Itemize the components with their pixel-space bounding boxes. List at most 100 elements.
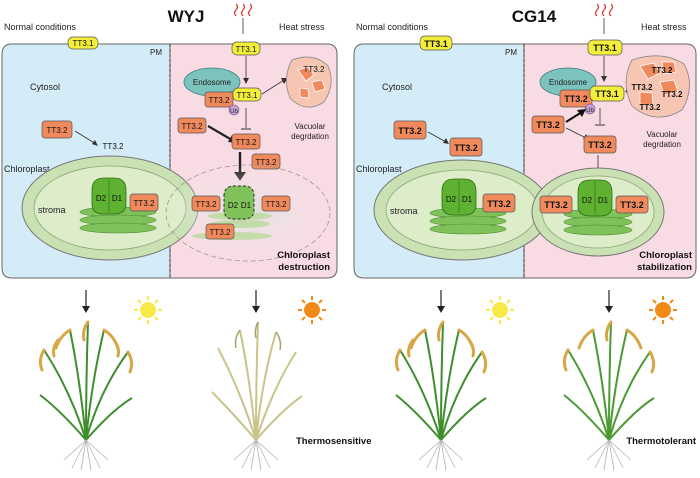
- tt31-label: TT3.1: [236, 45, 257, 54]
- tt32-label: TT3.2: [536, 120, 560, 130]
- tt32-protein: [177, 117, 207, 134]
- tt32-protein: [205, 223, 235, 240]
- tt32-label: TT3.2: [620, 200, 644, 210]
- panel-title: CG14: [512, 7, 557, 26]
- psii-complex: D2 D1: [441, 178, 477, 216]
- down-arrows: [85, 290, 610, 308]
- tt31-membrane-protein: [231, 41, 261, 56]
- rice-plant-wilted: [211, 321, 303, 471]
- tt32-label: TT3.2: [304, 65, 325, 74]
- tt32-label: TT3.2: [454, 143, 478, 153]
- pm-label: PM: [505, 48, 517, 57]
- d1-label: D1: [462, 195, 473, 204]
- tt32-chloroplast-protein: [615, 195, 649, 214]
- degraded-protein-fragments: [297, 66, 326, 99]
- outcome-label-1: Chloroplast: [277, 250, 331, 261]
- arrow: [261, 79, 285, 95]
- tt32-label: TT3.2: [182, 122, 203, 131]
- tt32-label: TT3.2: [266, 200, 287, 209]
- rice-plant-healthy: [394, 320, 488, 471]
- damaged-psii-complex: D2 D1: [223, 185, 255, 220]
- degradation-label: degrdation: [291, 132, 329, 141]
- tt31-label: TT3.1: [424, 39, 448, 49]
- phenotype-label: Thermotolerant: [626, 436, 697, 447]
- heat-stress-label: Heat stress: [279, 22, 325, 32]
- d1-label: D1: [241, 201, 252, 210]
- endosome-label: Endosome: [549, 78, 588, 87]
- tt32-label: TT3.2: [47, 126, 68, 135]
- tt31-label: TT3.1: [237, 91, 258, 100]
- ub-label: Ub: [586, 108, 594, 114]
- hot-sun-icon: [649, 296, 677, 324]
- vacuolar-label: Vacuolar: [647, 130, 678, 139]
- outcome-label-1: Chloroplast: [639, 250, 693, 261]
- outcome-label-2: stabilization: [637, 262, 692, 273]
- ubiquitin-icon: [228, 104, 240, 116]
- arrowhead: [577, 109, 586, 117]
- tt32-protein: [204, 91, 234, 108]
- ubiquitin-icon: [584, 103, 596, 115]
- d1-label: D1: [112, 194, 123, 203]
- degradation-label: degrdation: [643, 140, 681, 149]
- tt31-membrane-protein: [67, 36, 99, 50]
- tt32-protein: [531, 115, 565, 134]
- rice-plant-tolerant: [562, 320, 656, 471]
- d1-label: D1: [598, 196, 609, 205]
- tt31-membrane-protein: [419, 35, 453, 51]
- tt31-label: TT3.1: [73, 39, 94, 48]
- tt32-label: TT3.2: [588, 140, 612, 150]
- vacuole: [286, 56, 332, 108]
- tt32-label: TT3.2: [662, 90, 683, 99]
- tt32-chloroplast-protein: [129, 193, 159, 212]
- tt31-label: TT3.1: [595, 89, 619, 99]
- tt32-cytosol-protein: [449, 137, 483, 157]
- panel-title: WYJ: [168, 7, 205, 26]
- tt32-label: TT3.2: [640, 103, 661, 112]
- sun-icon: [134, 296, 162, 324]
- tt32-protein: [191, 195, 221, 212]
- sun-icon: [486, 296, 514, 324]
- d2-label: D2: [96, 194, 107, 203]
- phenotype-label: Thermosensitive: [296, 436, 372, 447]
- tt32-label: TT3.2: [134, 199, 155, 208]
- hot-sun-icon: [298, 296, 326, 324]
- psii-complex: D2 D1: [577, 179, 613, 217]
- arrowhead: [443, 138, 449, 144]
- heat-stress-label: Heat stress: [641, 22, 687, 32]
- tt32-label: TT3.2: [210, 228, 231, 237]
- stroma-label: stroma: [390, 206, 418, 216]
- tt32-label: TT3.2: [196, 200, 217, 209]
- d2-label: D2: [582, 196, 593, 205]
- tt32-label: TT3.2: [632, 83, 653, 92]
- arrowhead: [243, 78, 249, 84]
- tt32-chloroplast-protein: [482, 193, 516, 213]
- tt32-protein: [231, 133, 261, 150]
- normal-conditions-label: Normal conditions: [4, 22, 77, 32]
- cytosol-label: Cytosol: [30, 82, 60, 92]
- thick-arrow: [207, 125, 233, 141]
- panel-cg14: CG14 Normal conditions Heat stress TT3.1…: [353, 3, 697, 279]
- tt32-protein: [583, 135, 617, 154]
- tt32-label: TT3.2: [236, 138, 257, 147]
- arrowhead: [601, 76, 607, 82]
- tt32-label: TT3.2: [209, 96, 230, 105]
- ub-label: Ub: [230, 109, 238, 115]
- endosome-label: Endosome: [193, 78, 232, 87]
- arrowhead: [92, 140, 98, 146]
- tt31-membrane-protein: [587, 39, 623, 56]
- tt31-protein: [232, 87, 262, 102]
- chloroplast-label: Chloroplast: [356, 164, 402, 174]
- d2-label: D2: [446, 195, 457, 204]
- thick-arrow: [565, 111, 583, 123]
- tt31-protein: [589, 85, 625, 102]
- tt32-chloroplast-protein: [539, 195, 573, 214]
- tt32-label: TT3.2: [652, 66, 673, 75]
- cytosol-label: Cytosol: [382, 82, 412, 92]
- arrow: [565, 127, 587, 139]
- tt32-label: TT3.2: [564, 94, 588, 104]
- heat-waves-icon: [233, 3, 253, 34]
- psii-complex: D2 D1: [91, 177, 127, 215]
- tt32-label: TT3.2: [487, 199, 511, 209]
- degraded-protein-fragments: [639, 61, 679, 106]
